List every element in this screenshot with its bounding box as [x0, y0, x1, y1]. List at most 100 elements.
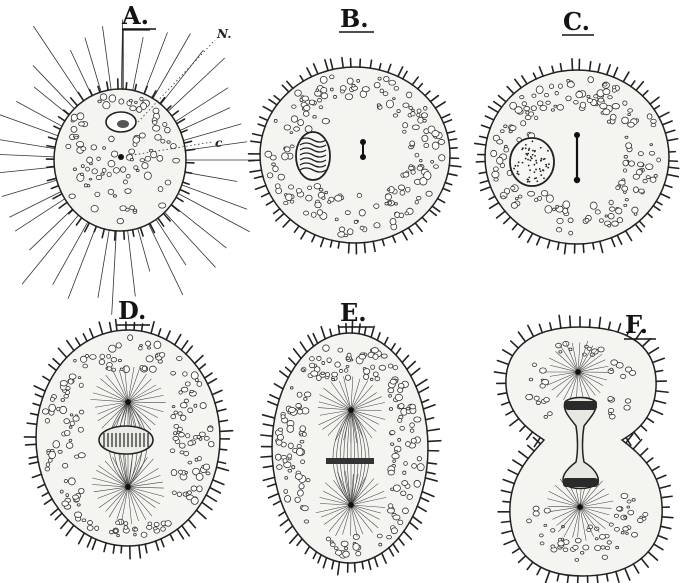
panel-a-ray: [165, 212, 216, 267]
panel-b-granule: [290, 145, 294, 148]
panel-b-granule: [317, 98, 321, 102]
panel-b-granule: [352, 84, 355, 87]
panel-e-granule: [364, 374, 369, 379]
panel-a-granule: [84, 184, 87, 187]
panel-a-granule: [117, 218, 124, 223]
panel-c-nucleus-dot: [536, 180, 538, 182]
panel-d-granule: [49, 404, 56, 411]
panel-a-granule: [159, 203, 166, 208]
panel-d-spine: [61, 520, 68, 528]
panel-d-granule: [188, 491, 192, 495]
panel-e-spine: [417, 506, 426, 511]
panel-c-granule: [529, 112, 534, 116]
panel-d-granule: [146, 356, 153, 362]
panel-c-nucleus-dot: [536, 162, 538, 164]
panel-c-nucleus-dot: [534, 150, 536, 152]
panel-b-granule: [415, 200, 418, 204]
panel-f-spine: [497, 361, 508, 365]
panel-b-granule: [320, 76, 327, 83]
panel-b-granule: [284, 125, 291, 130]
panel-d-granule: [147, 347, 150, 349]
panel-a-granule: [133, 137, 140, 143]
panel-e-granule: [309, 363, 314, 368]
panel-c-granule: [510, 102, 517, 109]
panel-f-spine: [498, 393, 507, 395]
panel-b-granule: [416, 196, 420, 199]
panel-a-granule: [107, 172, 111, 176]
panel-c-granule: [536, 86, 543, 94]
panel-d-granule: [60, 381, 67, 386]
panel-e-spine: [290, 534, 298, 543]
panel-e-spine: [418, 387, 428, 393]
panel-f-spine: [508, 470, 518, 475]
panel-c-granule: [633, 174, 639, 179]
panel-e-granule: [288, 454, 292, 458]
panel-c-nucleus-dot: [529, 181, 531, 183]
panel-b-granule: [314, 183, 321, 189]
panel-e-granule: [300, 440, 304, 443]
panel-d-granule: [188, 461, 192, 464]
panel-b-granule: [339, 227, 344, 232]
panel-b-granule: [267, 173, 272, 178]
panel-a-spine: [76, 218, 81, 225]
panel-e-spine: [393, 544, 398, 552]
panel-d-granule: [159, 353, 164, 358]
panel-e-spine: [389, 548, 394, 556]
panel-a-spine: [49, 137, 57, 139]
panel-c-spine: [650, 97, 659, 104]
panel-c-spine: [507, 87, 514, 94]
panel-b-granule: [403, 130, 407, 133]
panel-b-granule: [412, 109, 415, 111]
panel-d-granule: [184, 451, 189, 456]
panel-b-granule: [405, 212, 409, 215]
panel-d-spine: [113, 545, 114, 553]
panel-b-spine: [430, 96, 438, 102]
panel-e-spine: [338, 562, 340, 575]
panel-c-nucleus-dot: [528, 176, 530, 178]
panel-e-granule: [371, 348, 378, 353]
panel-c-spine: [613, 68, 617, 78]
panel-c-nucleus-dot: [528, 165, 530, 167]
panel-f-granule: [624, 405, 630, 410]
panel-c-spine: [479, 172, 486, 173]
panel-f-spine: [502, 531, 512, 534]
panel-d-spine: [199, 364, 205, 369]
panel-e-spine: [411, 368, 420, 375]
panel-d-granule: [180, 403, 187, 408]
panel-f-spine: [519, 556, 526, 563]
panel-b-granule: [319, 106, 323, 109]
panel-c-spine: [489, 196, 495, 199]
panel-b-spine: [312, 235, 315, 242]
panel-d-granule: [174, 424, 179, 428]
panel-a-granule: [134, 166, 138, 170]
panel-c-granule: [647, 114, 652, 119]
panel-f-spine: [654, 400, 665, 403]
panel-e-granule: [281, 415, 285, 419]
panel-b-spine: [294, 226, 298, 232]
panel-b-granule: [335, 195, 342, 201]
panel-e-spine: [407, 361, 415, 369]
panel-d-granule: [82, 519, 86, 522]
panel-e-spine: [413, 517, 422, 524]
panel-b-spine: [438, 199, 445, 203]
panel-f-spine: [646, 458, 652, 463]
panel-e-granule: [414, 480, 420, 487]
panel-c-granule: [568, 218, 573, 223]
panel-b-spine: [425, 91, 430, 95]
panel-d-granule: [184, 399, 188, 403]
panel-e-granule: [398, 388, 403, 393]
panel-c-spine: [593, 243, 594, 249]
panel-e-granule: [356, 551, 361, 555]
panel-e-spine: [263, 477, 274, 480]
panel-e-granule: [377, 534, 382, 538]
panel-c-granule: [650, 177, 656, 182]
panel-c-granule: [524, 106, 530, 110]
panel-c-spine: [617, 235, 621, 244]
panel-e-granule: [353, 534, 359, 539]
panel-e-granule: [341, 541, 348, 546]
panel-d-granule: [190, 390, 193, 393]
panel-f-granule: [527, 519, 532, 523]
panel-d-spine: [196, 510, 205, 518]
panel-f-spine: [653, 358, 665, 362]
panel-c-granule: [580, 102, 586, 108]
